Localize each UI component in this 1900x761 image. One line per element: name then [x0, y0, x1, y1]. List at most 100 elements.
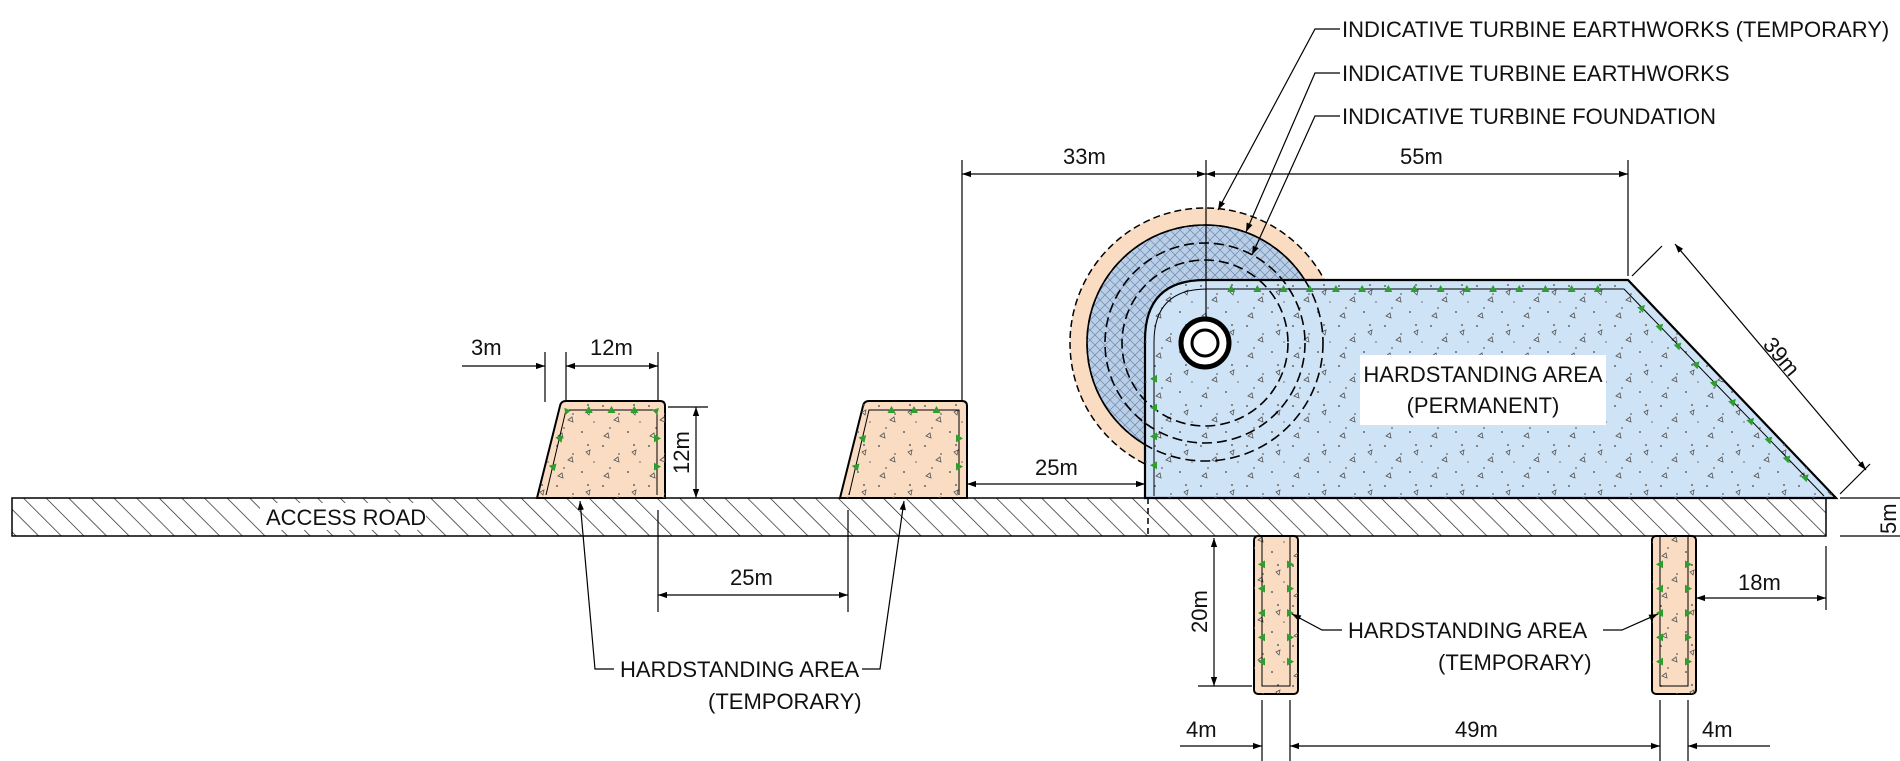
edge-marker [1656, 609, 1663, 617]
dim-12m-width: 12m [590, 335, 633, 360]
edge-marker [1258, 657, 1265, 666]
edge-marker [1685, 633, 1692, 642]
edge-marker [1305, 285, 1314, 292]
edge-marker [548, 463, 557, 472]
edge-marker [1287, 584, 1294, 593]
access-road-label-bg [260, 503, 426, 530]
edge-marker [1410, 285, 1419, 292]
callout-earthworks-temporary: INDICATIVE TURBINE EARTHWORKS (TEMPORARY… [1342, 17, 1889, 42]
leader-earthworks [1245, 72, 1340, 233]
edge-marker [1287, 633, 1294, 642]
edge-marker [1489, 285, 1498, 292]
edge-marker [858, 435, 867, 443]
edge-marker [910, 406, 918, 413]
dim-25m-upper: 25m [1035, 455, 1078, 480]
callout-temporary-right-line1: HARDSTANDING AREA [1348, 618, 1588, 643]
edge-marker [1384, 285, 1393, 292]
edge-marker [1287, 560, 1294, 569]
edge-marker [1541, 285, 1550, 292]
dim-39m-line [1674, 243, 1867, 471]
callout-earthworks: INDICATIVE TURBINE EARTHWORKS [1342, 61, 1730, 86]
edge-marker [1358, 285, 1367, 292]
foundation-ring-3 [1121, 259, 1289, 427]
temporary-pad-1 [535, 400, 666, 499]
edge-marker [555, 435, 564, 443]
edge-marker [956, 434, 963, 443]
edge-marker [1258, 560, 1265, 569]
edge-marker [1637, 304, 1645, 313]
temporary-strip-left [1253, 535, 1299, 695]
foundation-ring-2 [1104, 242, 1306, 444]
edge-marker [1253, 285, 1262, 292]
edge-marker [1436, 285, 1445, 292]
dim-12m-height: 12m [669, 431, 694, 474]
edge-marker [1150, 432, 1157, 441]
edge-marker [851, 463, 860, 472]
edge-marker [1258, 609, 1265, 617]
callout-temporary-left-line1: HARDSTANDING AREA [620, 657, 860, 682]
edge-marker [1656, 560, 1663, 569]
access-road-label: ACCESS ROAD [266, 505, 426, 530]
edge-marker [1287, 657, 1294, 666]
dim-5m: 5m [1876, 503, 1900, 534]
edge-marker [932, 406, 941, 413]
dim-25m-lower: 25m [730, 565, 773, 590]
edge-marker [1656, 633, 1663, 642]
edge-marker [887, 406, 896, 413]
edge-marker [1150, 403, 1157, 412]
dim-4m-left: 4m [1186, 717, 1217, 742]
edge-marker [1258, 633, 1265, 642]
permanent-hardstanding-inner-edge [1153, 288, 1825, 497]
leader-temporary-left-b [862, 500, 906, 670]
edge-marker [1685, 560, 1692, 569]
foundation-ring-outer [1086, 224, 1324, 462]
dim-39m: 39m [1758, 332, 1805, 381]
edge-marker [956, 462, 963, 471]
edge-marker [1656, 657, 1663, 666]
leader-temporary-right-a [1291, 613, 1342, 631]
permanent-label-line1: HARDSTANDING AREA [1363, 362, 1603, 387]
dim-20m: 20m [1187, 590, 1212, 633]
dim-18m: 18m [1738, 570, 1781, 595]
edge-marker [1685, 609, 1692, 617]
leader-foundation [1251, 115, 1340, 256]
leader-temporary-right-b [1603, 613, 1659, 631]
leader-earthworks-temporary [1217, 28, 1340, 211]
temporary-pad-2 [838, 400, 968, 499]
dim-49m: 49m [1455, 717, 1498, 742]
edge-marker [1227, 285, 1236, 292]
dim-33m: 33m [1063, 144, 1106, 169]
edge-marker [1593, 285, 1602, 292]
edge-marker [1567, 285, 1576, 292]
edge-marker [1287, 609, 1294, 617]
turbine-tower-inner [1190, 328, 1220, 358]
edge-marker [630, 406, 639, 413]
callout-foundation: INDICATIVE TURBINE FOUNDATION [1342, 104, 1716, 129]
edge-marker [1656, 584, 1663, 593]
edge-marker [584, 406, 593, 413]
edge-marker [1655, 323, 1664, 332]
callout-temporary-right-line2: (TEMPORARY) [1438, 650, 1592, 675]
edge-marker [1279, 285, 1288, 292]
edge-marker [607, 406, 616, 413]
edge-marker [1462, 285, 1471, 292]
permanent-label-bg [1360, 355, 1606, 425]
temporary-strip-right [1651, 535, 1697, 695]
edge-marker [654, 462, 661, 471]
edge-marker [1150, 374, 1157, 383]
edge-marker [1331, 285, 1340, 292]
edge-marker [654, 434, 661, 443]
permanent-label-line2: (PERMANENT) [1407, 393, 1560, 418]
dim-4m-right: 4m [1702, 717, 1733, 742]
edge-marker [1258, 584, 1265, 593]
edge-marker [1800, 474, 1809, 483]
edge-marker [1515, 285, 1524, 292]
edge-marker [1150, 461, 1157, 470]
dim-55m: 55m [1400, 144, 1443, 169]
dim-3m: 3m [471, 335, 502, 360]
leader-temporary-left-a [577, 500, 614, 670]
edge-marker [1685, 657, 1692, 666]
callout-temporary-left-line2: (TEMPORARY) [708, 689, 862, 714]
edge-marker [1685, 584, 1692, 593]
